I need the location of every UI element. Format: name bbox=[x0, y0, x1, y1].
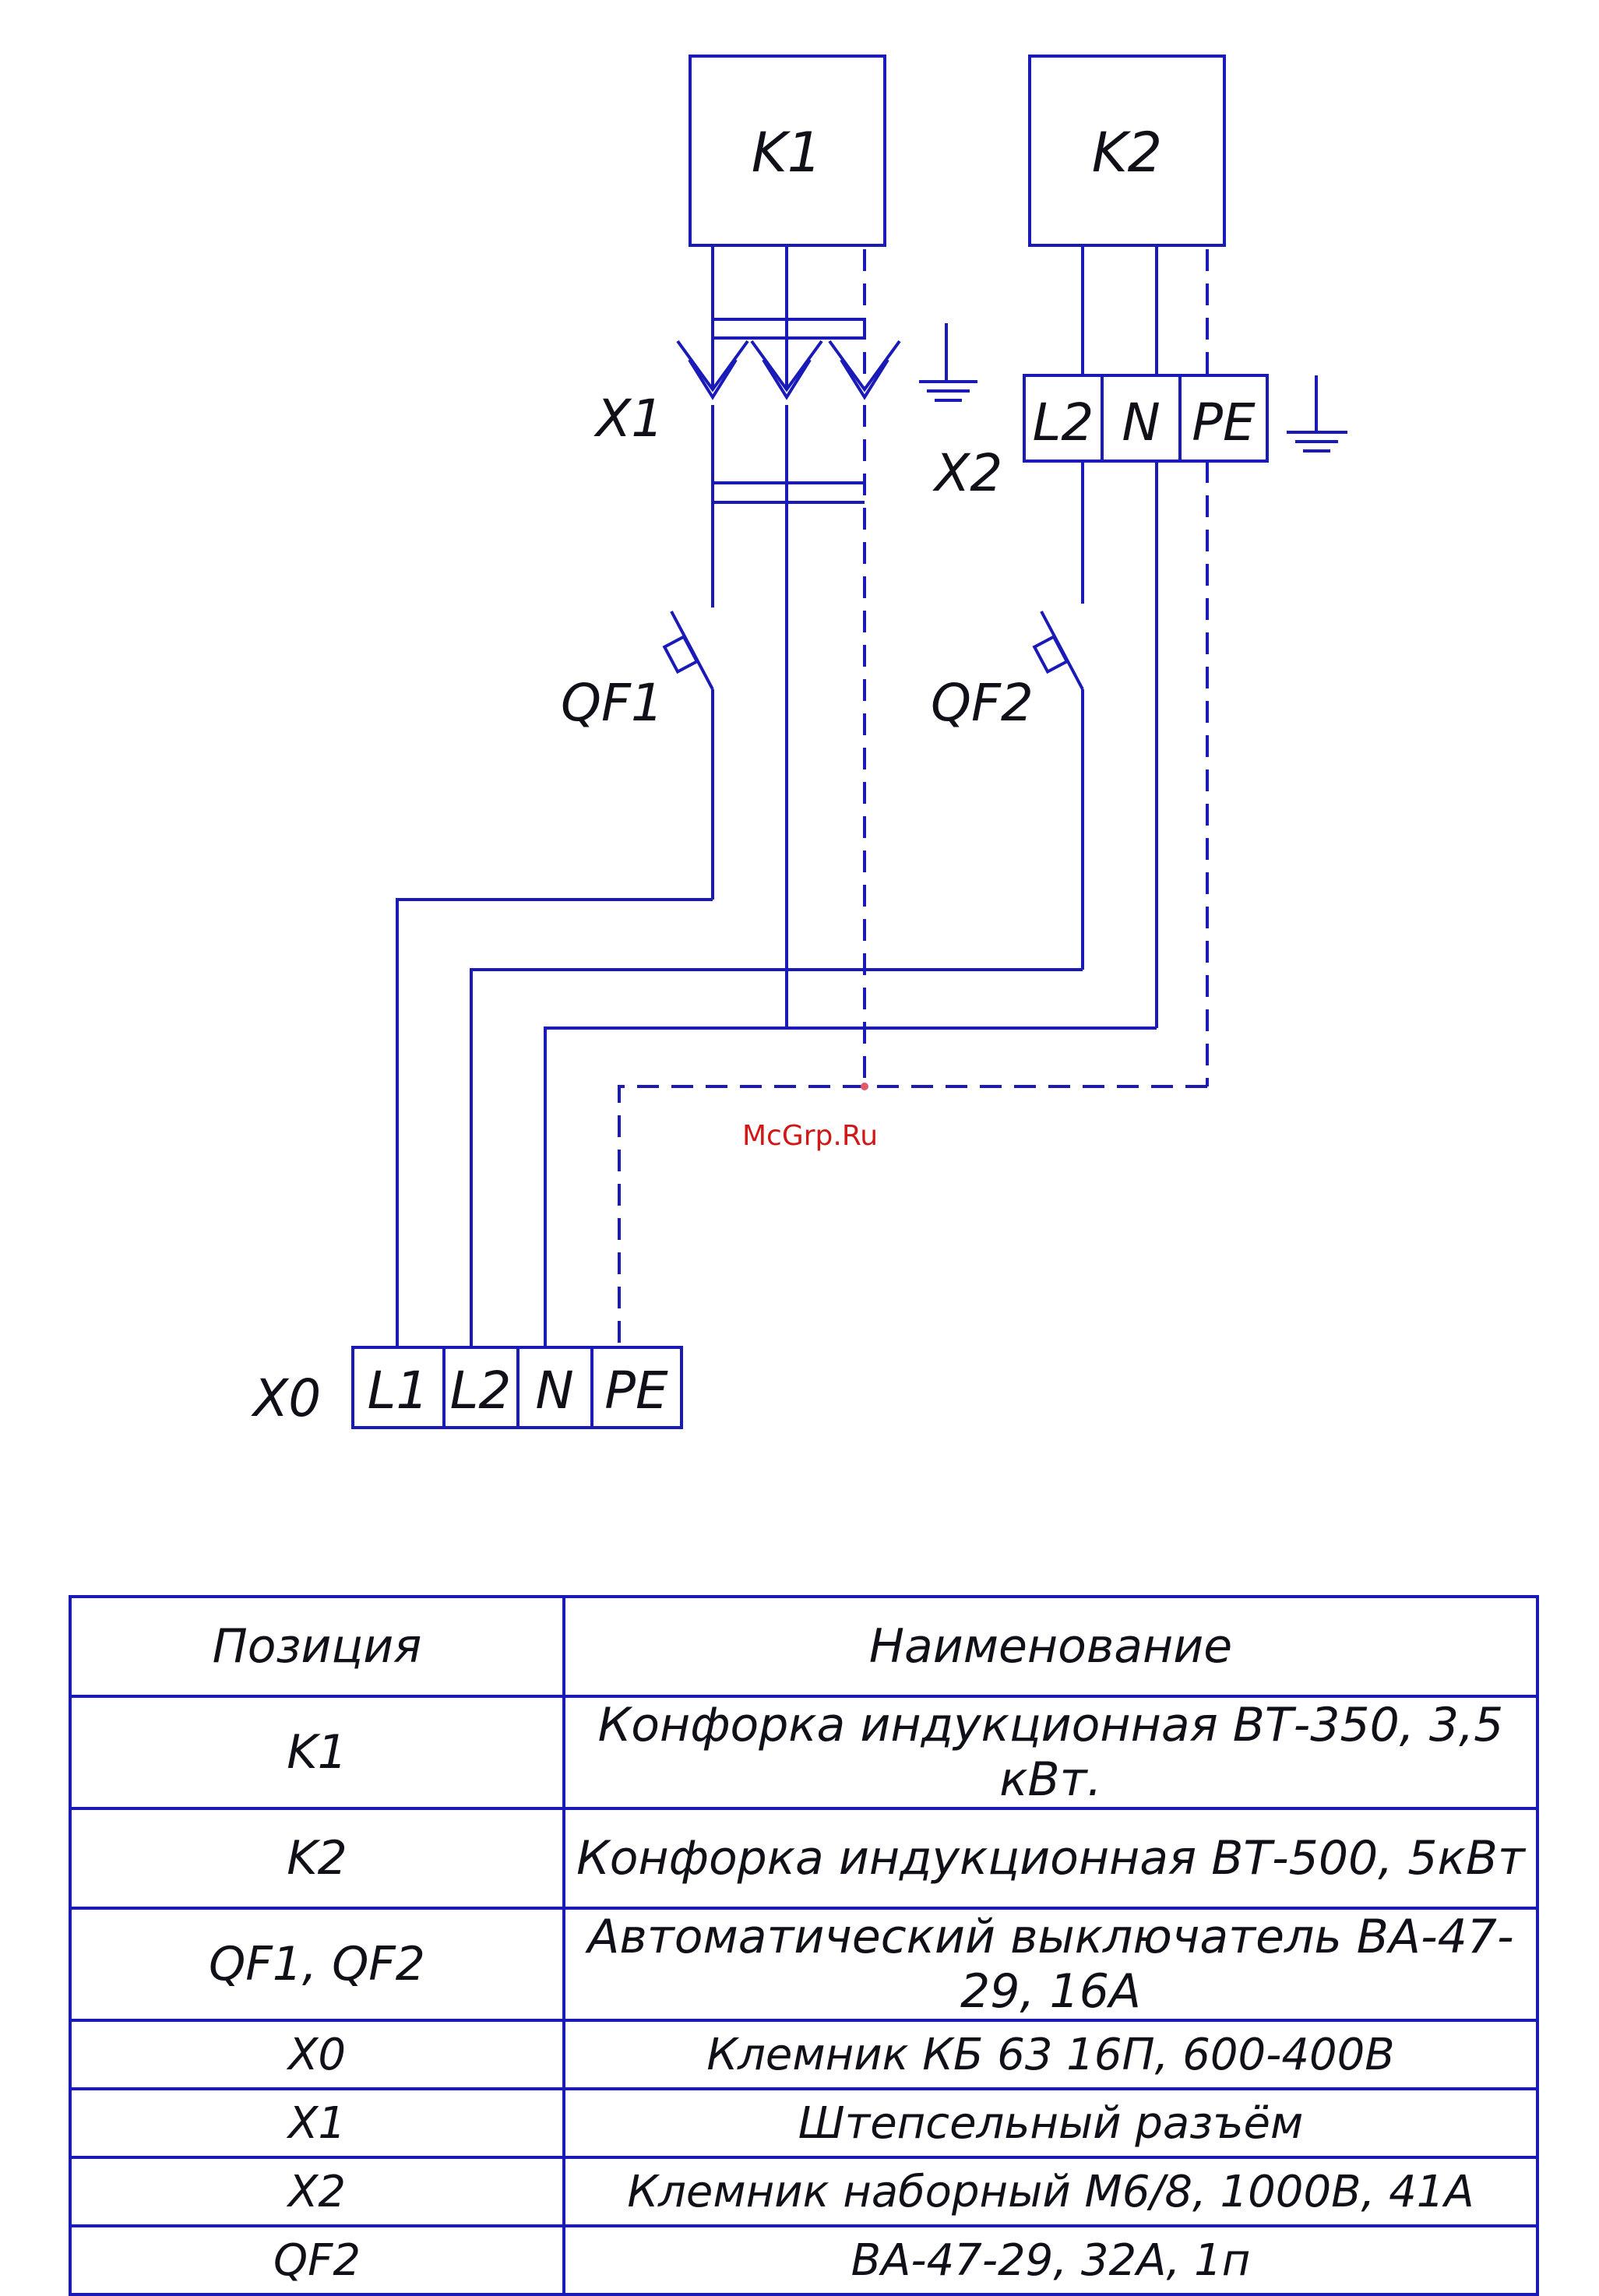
ground-icon-x1 bbox=[919, 323, 977, 402]
table-row: X0 Клемник КБ 63 16П, 600-400В bbox=[69, 2019, 1539, 2090]
pe-route-to-x0 bbox=[618, 1085, 1207, 1347]
table-row: QF1, QF2 Автоматический выключатель ВА-4… bbox=[69, 1907, 1539, 2022]
cell-position: X1 bbox=[69, 2087, 565, 2159]
block-k2 bbox=[1028, 55, 1226, 247]
qf2-breaker bbox=[1032, 611, 1084, 970]
x2-label: X2 bbox=[932, 443, 1002, 503]
block-k2-label: K2 bbox=[1092, 121, 1162, 185]
cell-name: Конфорка индукционная ВТ-350, 3,5 кВт. bbox=[562, 1695, 1539, 1810]
cell-position: K2 bbox=[69, 1807, 565, 1910]
pe-junction-dot bbox=[861, 1083, 868, 1090]
x0-terminal-pe: PE bbox=[604, 1361, 668, 1421]
cell-position: X0 bbox=[69, 2019, 565, 2090]
cell-position: X2 bbox=[69, 2156, 565, 2227]
cell-position: QF1, QF2 bbox=[69, 1907, 565, 2022]
l1-route-to-x0 bbox=[396, 898, 713, 1347]
n-route-to-x0 bbox=[544, 1027, 1157, 1347]
wiring-diagram: K1 K2 X1 QF1 bbox=[251, 55, 1347, 1429]
header-position: Позиция bbox=[69, 1595, 565, 1698]
qf2-label: QF2 bbox=[931, 673, 1034, 733]
l2-route-to-x0 bbox=[470, 968, 1083, 1347]
x2-terminal-pe: PE bbox=[1192, 393, 1256, 453]
cell-name: Автоматический выключатель ВА-47-29, 16А bbox=[562, 1907, 1539, 2022]
table-row: QF2 ВА-47-29, 32А, 1п bbox=[69, 2224, 1539, 2296]
table-header-row: Позиция Наименование bbox=[69, 1595, 1539, 1698]
x1-connector bbox=[676, 340, 901, 400]
table-row: K2 Конфорка индукционная ВТ-500, 5кВт bbox=[69, 1807, 1539, 1910]
x0-terminal-l1: L1 bbox=[368, 1361, 429, 1421]
cell-name: Клемник наборный М6/8, 1000В, 41А bbox=[562, 2156, 1539, 2227]
cell-name: Штепсельный разъём bbox=[562, 2087, 1539, 2159]
x0-terminal-l2: L2 bbox=[450, 1361, 512, 1421]
x2-terminal-l2: L2 bbox=[1033, 393, 1094, 453]
cell-name: ВА-47-29, 32А, 1п bbox=[562, 2224, 1539, 2296]
qf1-label: QF1 bbox=[561, 673, 664, 733]
specification-table: Позиция Наименование K1 Конфорка индукци… bbox=[69, 1595, 1539, 2296]
qf1-breaker bbox=[662, 611, 714, 900]
x2-terminal-block bbox=[1023, 374, 1269, 463]
cell-name: Конфорка индукционная ВТ-500, 5кВт bbox=[562, 1807, 1539, 1910]
block-k1-label: K1 bbox=[752, 121, 822, 185]
cell-position: K1 bbox=[69, 1695, 565, 1810]
header-name: Наименование bbox=[562, 1595, 1539, 1698]
watermark-text: McGrp.Ru bbox=[742, 1120, 878, 1152]
x1-label: X1 bbox=[593, 389, 664, 449]
table-row: X2 Клемник наборный М6/8, 1000В, 41А bbox=[69, 2156, 1539, 2227]
table-row: X1 Штепсельный разъём bbox=[69, 2087, 1539, 2159]
x0-terminal-block bbox=[351, 1346, 683, 1429]
x0-label: X0 bbox=[251, 1368, 321, 1428]
cell-name: Клемник КБ 63 16П, 600-400В bbox=[562, 2019, 1539, 2090]
x0-terminal-n: N bbox=[535, 1361, 573, 1421]
cell-position: QF2 bbox=[69, 2224, 565, 2296]
ground-icon-x2 bbox=[1287, 375, 1347, 453]
table-row: K1 Конфорка индукционная ВТ-350, 3,5 кВт… bbox=[69, 1695, 1539, 1810]
x2-terminal-n: N bbox=[1122, 393, 1160, 453]
